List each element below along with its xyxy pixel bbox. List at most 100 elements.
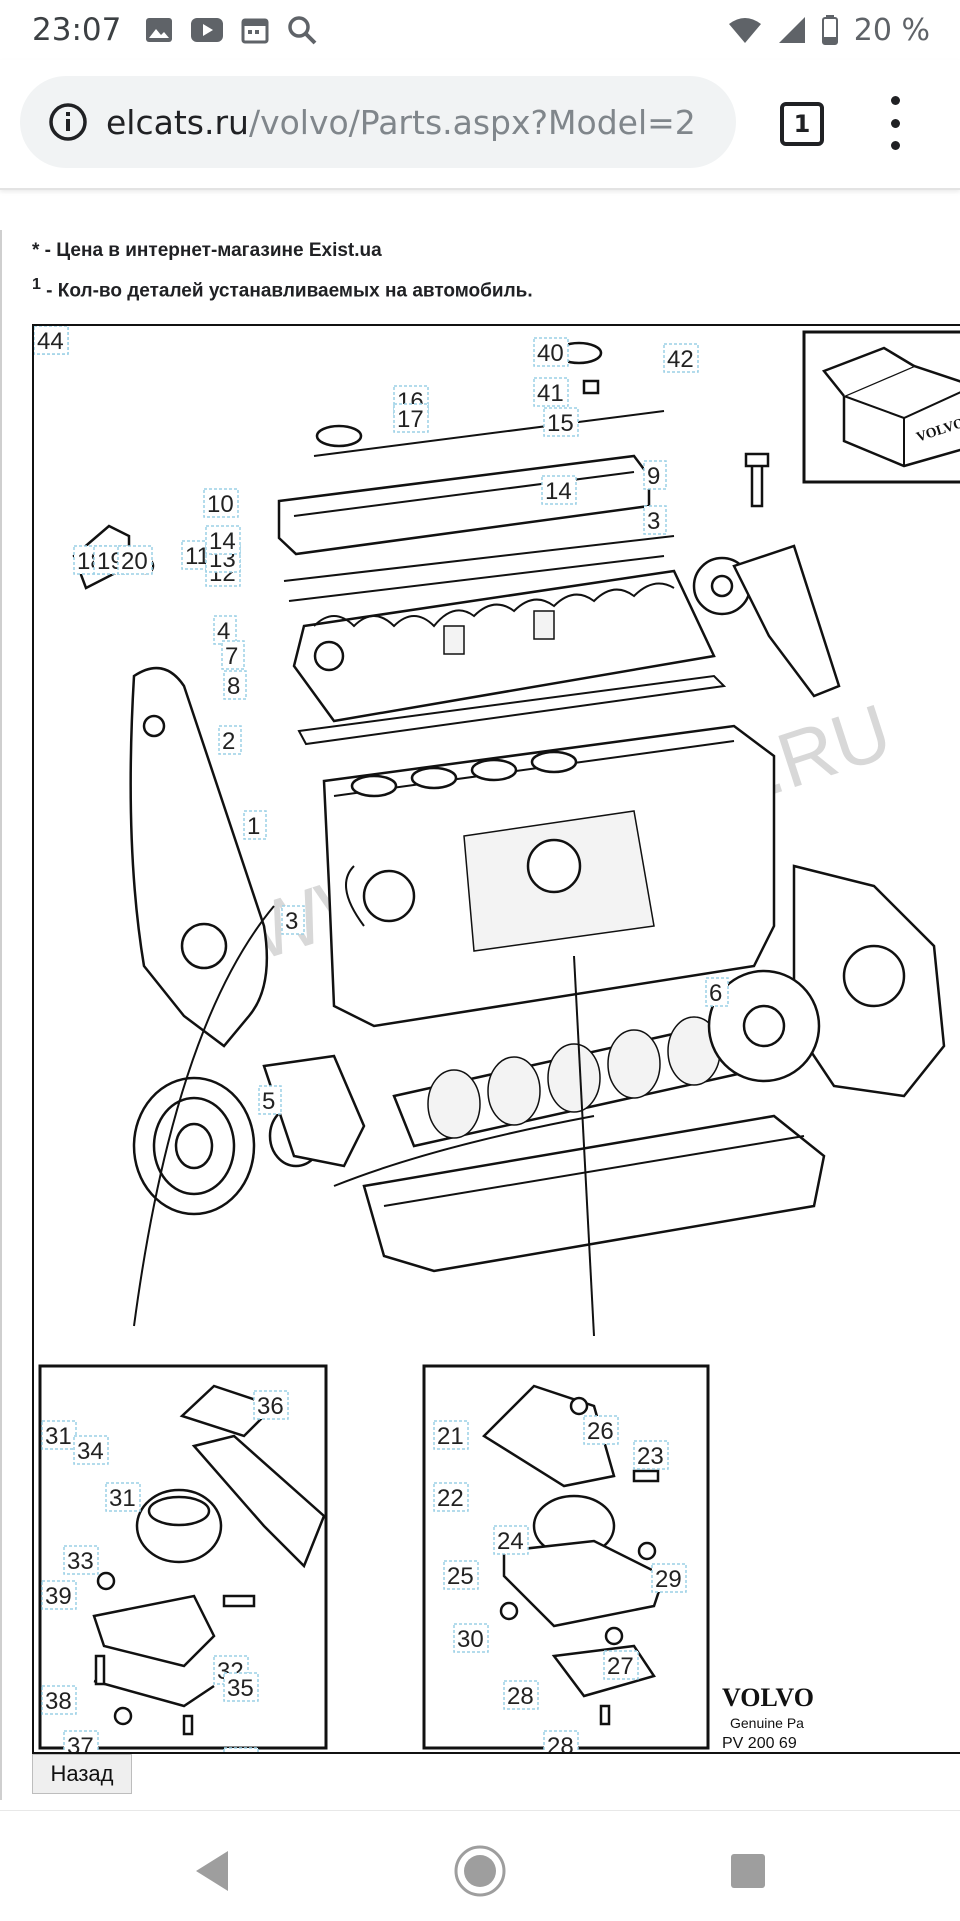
callout-label-39[interactable]: 39	[41, 1580, 77, 1610]
callout-label-3[interactable]: 3	[643, 505, 667, 535]
cylinder-head	[292, 569, 716, 723]
callout-label-35[interactable]: 35	[223, 1672, 259, 1702]
callout-label-8[interactable]: 8	[223, 670, 247, 700]
callout-label-36[interactable]: 36	[253, 1390, 289, 1420]
price-note: * - Цена в интернет-магазине Exist.ua	[32, 240, 382, 262]
callout-label-14[interactable]: 14	[205, 525, 241, 555]
callout-number: 14	[545, 478, 572, 505]
callout-label-34[interactable]: 34	[73, 1435, 109, 1465]
callout-number: 41	[537, 380, 564, 407]
callout-label-42[interactable]: 42	[663, 343, 699, 373]
callout-label-38[interactable]: 38	[41, 1685, 77, 1715]
url-text[interactable]: elcats.ru/volvo/Parts.aspx?Model=2	[106, 103, 696, 142]
parts-box-illustration: VOLVO	[821, 346, 960, 468]
signal-icon	[778, 17, 805, 43]
search-icon	[288, 16, 317, 45]
callout-number: 25	[447, 1563, 474, 1590]
url-host: elcats.ru	[106, 102, 249, 142]
callout-label-9[interactable]: 9	[643, 460, 667, 490]
callout-label-6[interactable]: 6	[705, 977, 729, 1007]
callout-number: 20	[121, 548, 148, 575]
callout-label-37[interactable]: 37	[63, 1730, 99, 1752]
oil-pan	[362, 1114, 826, 1273]
callout-label-31[interactable]: 31	[41, 1420, 77, 1450]
head-gasket	[297, 674, 727, 746]
system-navigation-bar	[0, 1810, 960, 1921]
callout-number: 38	[227, 1750, 254, 1752]
browser-toolbar: elcats.ru/volvo/Parts.aspx?Model=2 1	[0, 60, 960, 190]
callout-label-27[interactable]: 27	[603, 1650, 639, 1680]
callout-number: 21	[437, 1423, 464, 1450]
callout-label-15[interactable]: 15	[543, 407, 579, 437]
callout-number: 27	[607, 1653, 634, 1680]
tab-switcher-button[interactable]: 1	[780, 102, 824, 146]
callout-label-30[interactable]: 30	[453, 1623, 489, 1653]
youtube-icon	[191, 18, 224, 42]
callout-label-1[interactable]: 1	[243, 810, 267, 840]
callout-number: 34	[77, 1438, 104, 1465]
callout-label-28[interactable]: 28	[503, 1680, 539, 1710]
nav-recents-icon[interactable]	[718, 1841, 778, 1901]
callout-label-33[interactable]: 33	[63, 1545, 99, 1575]
callout-label-26[interactable]: 26	[583, 1415, 619, 1445]
page-left-border	[0, 230, 2, 1800]
callout-label-5[interactable]: 5	[258, 1085, 282, 1115]
callout-label-31[interactable]: 31	[105, 1482, 141, 1512]
quantity-note-text: - Кол-во деталей устанавливаемых на авто…	[40, 280, 533, 302]
callout-label-22[interactable]: 22	[433, 1482, 469, 1512]
callout-label-4[interactable]: 4	[213, 615, 237, 645]
callout-number: 29	[655, 1566, 682, 1593]
nav-back-icon[interactable]	[182, 1841, 242, 1901]
callout-number: 35	[227, 1675, 254, 1702]
left-mount-illustration	[92, 1384, 326, 1736]
callout-label-14[interactable]: 14	[541, 475, 577, 505]
callout-label-21[interactable]: 21	[433, 1420, 469, 1450]
genuine-parts-text: Genuine Pa	[730, 1715, 804, 1731]
callout-label-38[interactable]: 38	[223, 1747, 259, 1752]
oil-cap	[315, 424, 363, 448]
callout-number: 15	[547, 410, 574, 437]
callout-label-25[interactable]: 25	[443, 1560, 479, 1590]
callout-number: 33	[67, 1548, 94, 1575]
callout-label-24[interactable]: 24	[493, 1525, 529, 1555]
battery-icon	[821, 15, 838, 45]
callout-number: 1	[247, 813, 260, 840]
callout-label-29[interactable]: 29	[651, 1563, 687, 1593]
callout-label-40[interactable]: 40	[533, 337, 569, 367]
url-path: /volvo/Parts.aspx?Model=2	[248, 102, 696, 142]
quantity-note-mark: 1	[32, 276, 41, 293]
callout-number: 24	[497, 1528, 524, 1555]
callout-label-3[interactable]: 3	[281, 905, 305, 935]
callout-label-28[interactable]: 28	[543, 1730, 579, 1752]
page-content: * - Цена в интернет-магазине Exist.ua 1 …	[0, 190, 960, 1810]
callout-label-23[interactable]: 23	[633, 1440, 669, 1470]
callout-number: 28	[507, 1683, 534, 1710]
callout-label-44[interactable]: 44	[34, 326, 69, 355]
callout-label-2[interactable]: 2	[218, 725, 242, 755]
callout-number: 23	[637, 1443, 664, 1470]
callout-number: 10	[207, 491, 234, 518]
calendar-icon	[241, 18, 269, 44]
callout-number: 28	[547, 1733, 574, 1752]
callout-number: 4	[217, 618, 230, 645]
callout-number: 44	[37, 328, 64, 355]
callout-label-17[interactable]: 17	[393, 403, 429, 433]
callout-number: 3	[647, 508, 660, 535]
diagram-canvas: WWW.ELCATS.RU VOLVO	[34, 326, 960, 1752]
nav-home-icon[interactable]	[450, 1841, 510, 1901]
overflow-menu-icon[interactable]	[880, 96, 910, 150]
price-note-text: - Цена в интернет-магазине Exist.ua	[39, 240, 382, 261]
callout-number: 40	[537, 340, 564, 367]
callout-label-7[interactable]: 7	[221, 640, 245, 670]
callout-number: 38	[45, 1688, 72, 1715]
address-bar[interactable]: elcats.ru/volvo/Parts.aspx?Model=2	[20, 76, 736, 168]
callout-label-41[interactable]: 41	[533, 377, 569, 407]
callout-number: 3	[285, 908, 298, 935]
callout-label-10[interactable]: 10	[203, 488, 239, 518]
engine-parts-diagram[interactable]: WWW.ELCATS.RU VOLVO	[32, 324, 960, 1754]
price-note-star: *	[32, 240, 40, 261]
back-button[interactable]: Назад	[32, 1754, 132, 1794]
info-icon[interactable]	[48, 102, 88, 142]
callout-label-20[interactable]: 20	[117, 545, 153, 575]
callout-number: 42	[667, 346, 694, 373]
